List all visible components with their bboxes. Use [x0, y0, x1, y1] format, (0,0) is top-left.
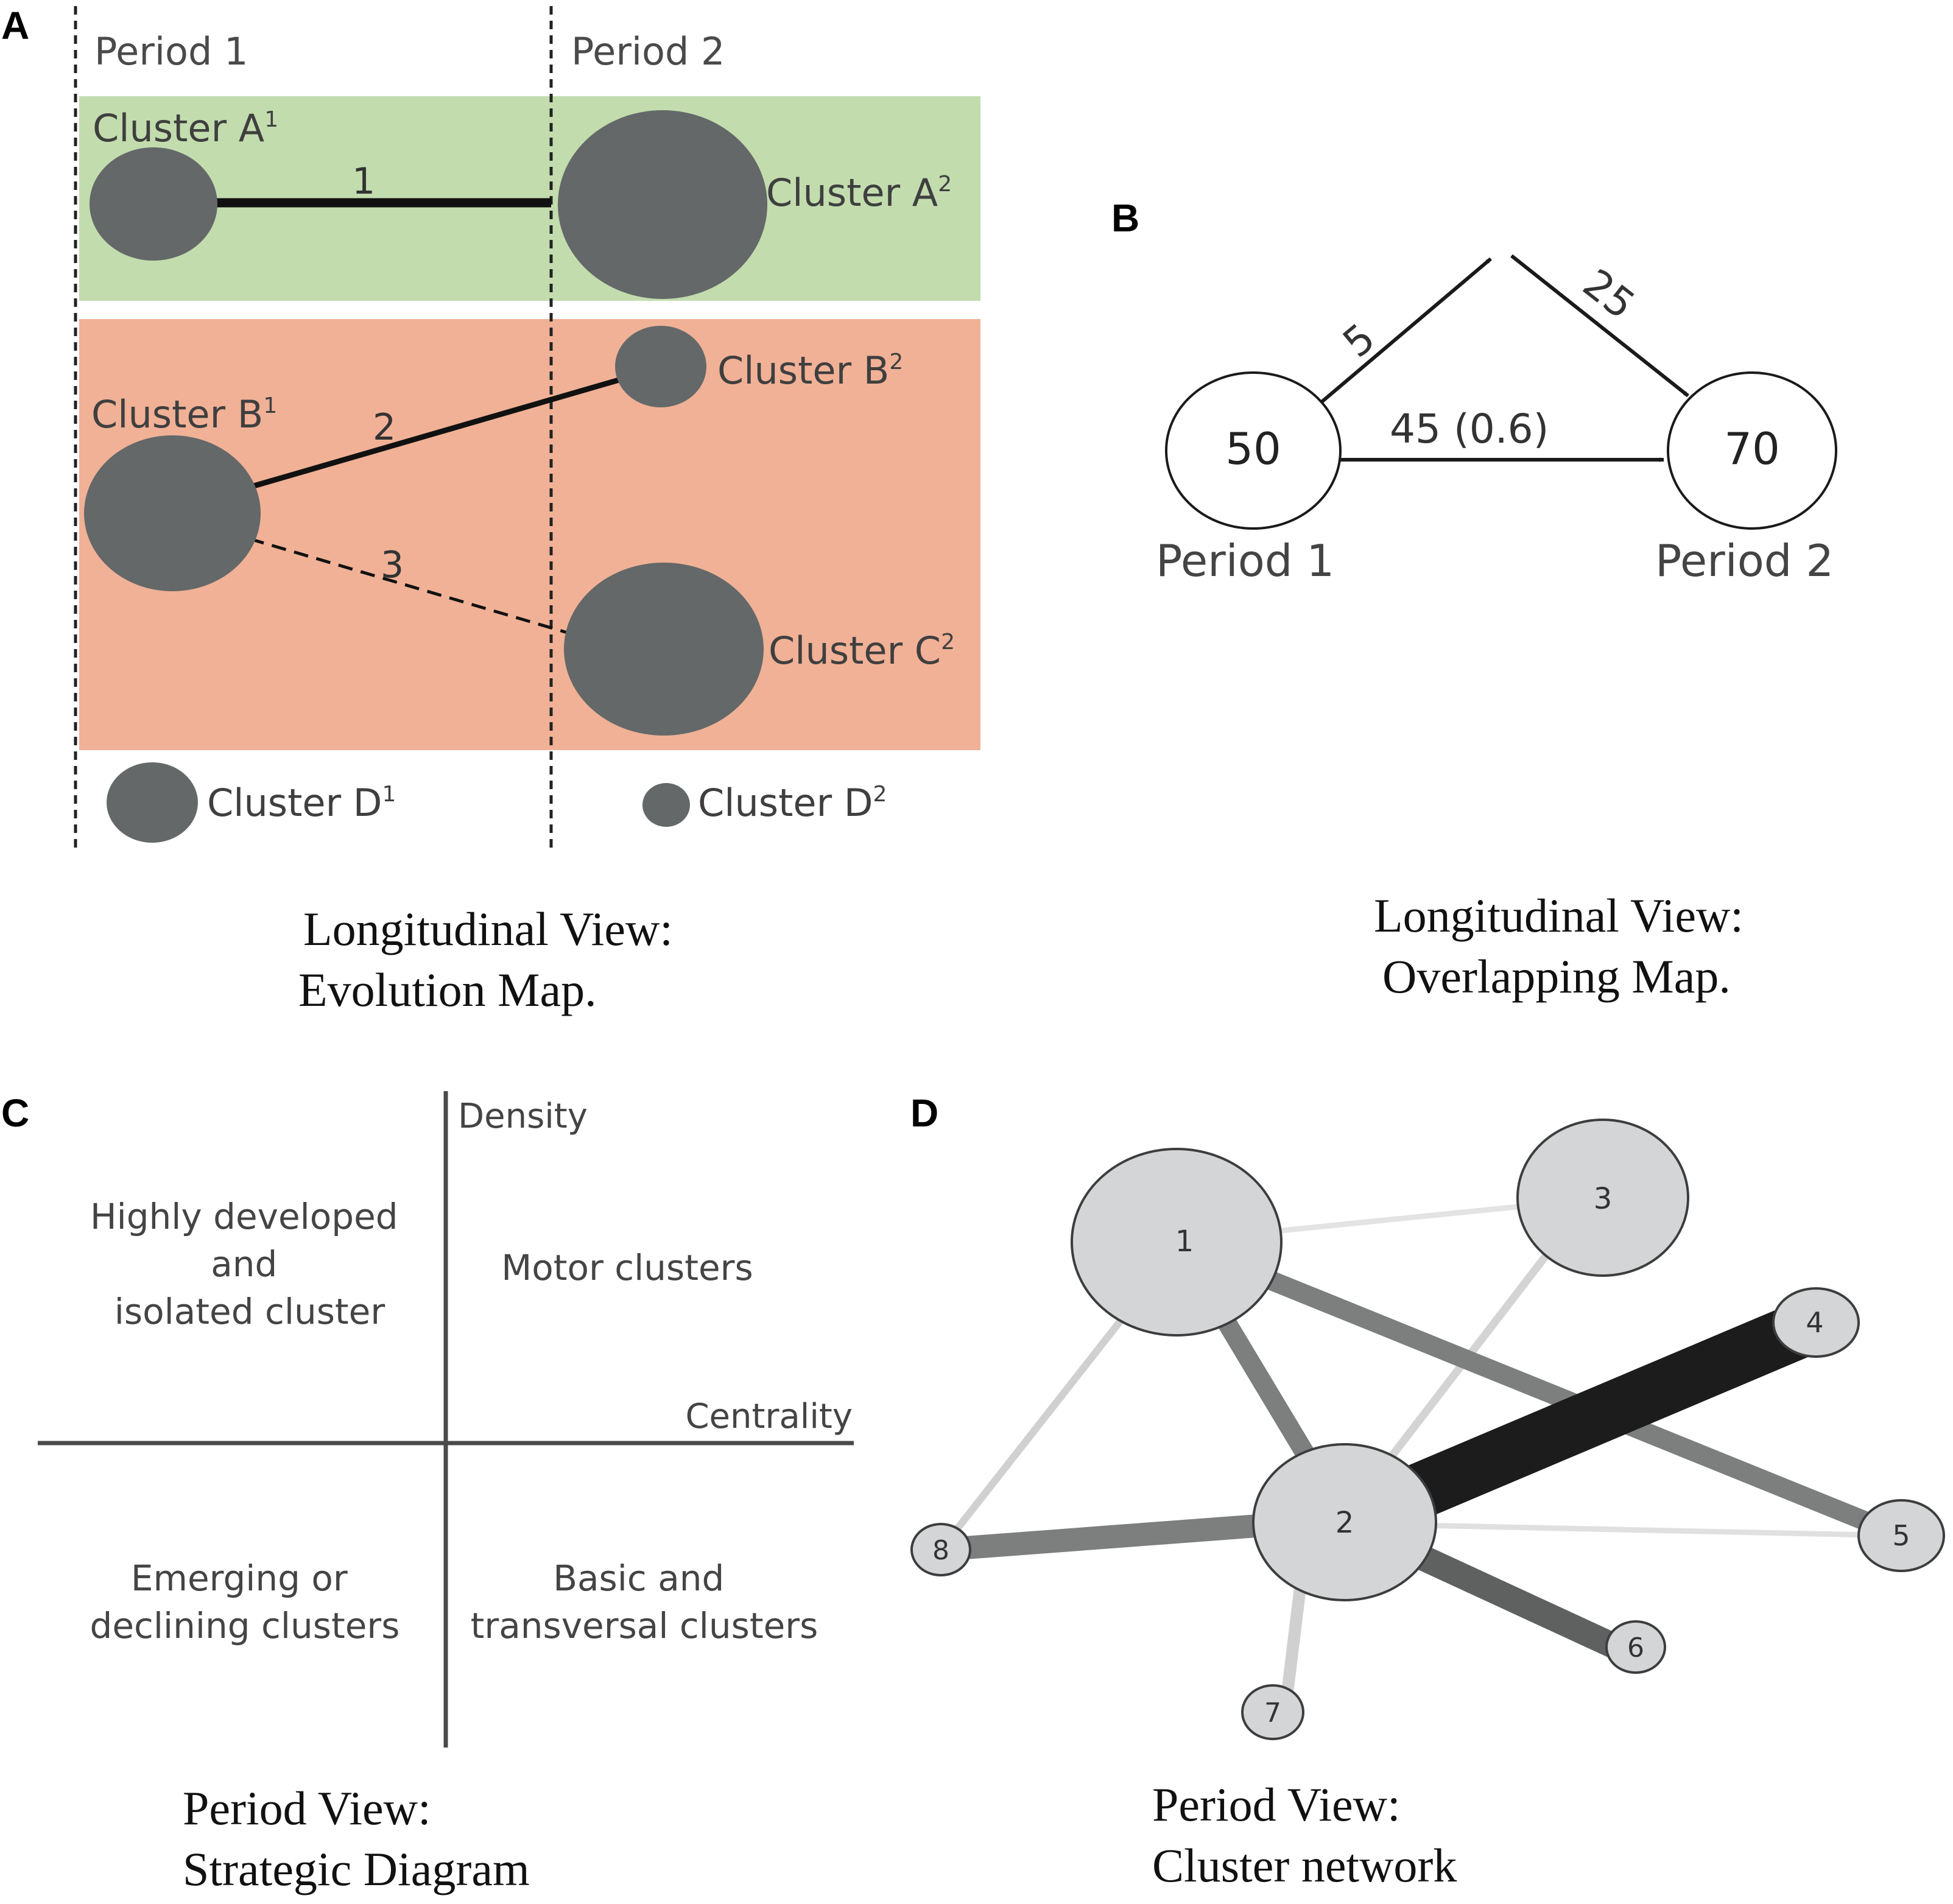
panel-a-caption-line1: Longitudinal View:: [303, 902, 673, 955]
cluster-b1-label: Cluster B1: [91, 392, 277, 437]
network-edge-1-8: [938, 1307, 1133, 1552]
edge-3-label: 3: [381, 544, 404, 586]
cluster-d2-circle: [642, 783, 690, 827]
quadrant-top-left-label: Highly developed and isolated cluster: [90, 1196, 409, 1332]
panel-d: D 1 2 3 4 5 6 7 8 Period View: Cluster n…: [910, 1091, 1945, 1892]
panel-d-caption-line1: Period View:: [1152, 1778, 1401, 1831]
cluster-c2-label: Cluster C2: [769, 628, 955, 673]
network-node-4: [1772, 1287, 1860, 1358]
edge-1-label: 1: [352, 160, 375, 203]
period-1-node-value: 50: [1225, 423, 1281, 474]
panel-a-caption-line2: Evolution Map.: [298, 963, 597, 1016]
edge-down-label: 25: [1574, 260, 1644, 328]
network-node-3-label: 3: [1594, 1182, 1613, 1216]
arrow-old-to-period2: [1510, 254, 1689, 398]
edge-direct-label: 45 (0.6): [1390, 406, 1549, 452]
quadrant-top-right-label: Motor clusters: [501, 1247, 753, 1288]
evolution-edge-2: [248, 374, 628, 490]
panel-b-caption-line1: Longitudinal View:: [1374, 889, 1744, 942]
panel-c-caption-line2: Strategic Diagram: [183, 1843, 530, 1895]
arrow-period1-to-new: [1319, 257, 1492, 405]
network-node-2-label: 2: [1335, 1506, 1354, 1540]
cluster-a1-label: Cluster A1: [93, 106, 278, 150]
cluster-c2-circle: [564, 563, 764, 736]
quadrant-bottom-right-label: Basic and transversal clusters: [471, 1558, 818, 1646]
centrality-axis-label: Centrality: [685, 1397, 853, 1436]
panel-a: A Period 1 Period 2 1 2 3 Cluster A1 Clu…: [1, 4, 980, 1016]
density-axis-label: Density: [458, 1097, 588, 1136]
network-node-6: [1605, 1620, 1666, 1674]
network-node-7: [1241, 1684, 1304, 1740]
network-node-2: [1252, 1443, 1437, 1601]
cluster-b1-circle: [84, 435, 261, 591]
period-1-node: [1165, 371, 1342, 530]
panel-c: C Density Centrality Highly developed an…: [1, 1091, 854, 1895]
network-node-5-label: 5: [1892, 1519, 1910, 1552]
network-node-6-label: 6: [1627, 1632, 1644, 1663]
network-node-5: [1857, 1499, 1945, 1572]
cluster-a2-circle: [558, 110, 767, 299]
edge-up-label: 5: [1334, 314, 1384, 367]
panel-b-caption-line2: Overlapping Map.: [1382, 950, 1731, 1003]
network-node-8-label: 8: [932, 1535, 949, 1566]
quadrant-bottom-left-label: Emerging or declining clusters: [90, 1558, 400, 1646]
panel-d-caption-line2: Cluster network: [1152, 1839, 1457, 1892]
cluster-b2-label: Cluster B2: [717, 348, 903, 393]
network-node-1-label: 1: [1175, 1224, 1194, 1259]
network-edge-2-5: [1418, 1522, 1901, 1539]
cluster-a1-circle: [90, 147, 217, 261]
network-node-7-label: 7: [1264, 1698, 1281, 1729]
panel-a-letter: A: [1, 4, 29, 47]
panel-b-letter: B: [1111, 196, 1139, 240]
cluster-b2-circle: [615, 326, 706, 407]
network-node-3: [1516, 1119, 1689, 1277]
network-node-4-label: 4: [1806, 1306, 1823, 1339]
panel-c-caption-line1: Period View:: [183, 1782, 431, 1835]
network-node-8: [910, 1523, 971, 1576]
period-2-node: [1667, 371, 1837, 530]
cluster-d1-circle: [107, 762, 198, 843]
cluster-d1-label: Cluster D1: [207, 781, 396, 825]
network-node-1: [1071, 1148, 1283, 1337]
panel-d-letter: D: [910, 1091, 938, 1135]
period-1-label: Period 1: [94, 29, 248, 74]
panel-c-letter: C: [1, 1091, 29, 1135]
edge-2-label: 2: [373, 406, 396, 449]
cluster-a2-label: Cluster A2: [766, 170, 952, 215]
cluster-d2-label: Cluster D2: [698, 781, 887, 825]
panel-b: B 50 70 5 25 45 (0.6) Period 1 Period 2 …: [1111, 196, 1837, 1003]
evolution-edge-3: [249, 537, 570, 635]
period-2-node-value: 70: [1724, 423, 1780, 474]
period-1-caption: Period 1: [1156, 535, 1334, 586]
network-edge-1-5: [1172, 1233, 1905, 1545]
period-2-label: Period 2: [571, 29, 725, 74]
period-2-caption: Period 2: [1655, 535, 1834, 586]
